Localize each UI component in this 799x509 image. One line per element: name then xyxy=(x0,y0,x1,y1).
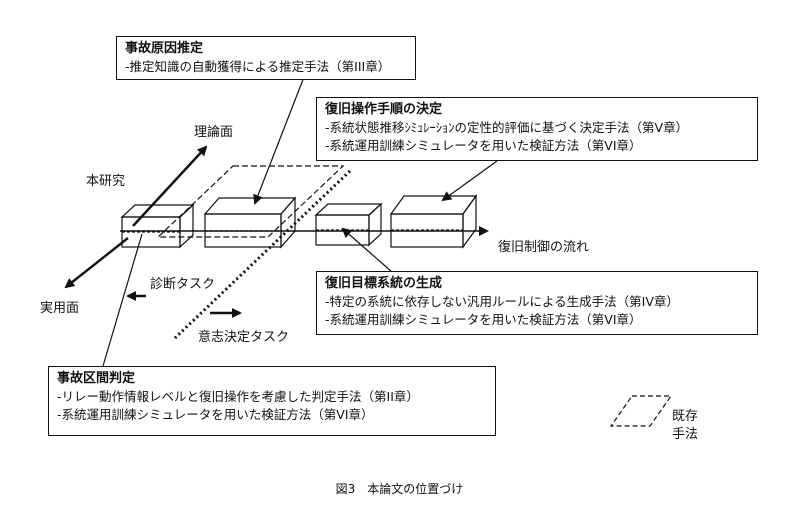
cube-target xyxy=(314,202,383,247)
box-cause-estimation: 事故原因推定 -推定知識の自動獲得による推定手法（第III章） xyxy=(116,36,416,80)
box-procedure-title: 復旧操作手順の決定 xyxy=(325,102,443,117)
task-divider xyxy=(173,169,352,340)
label-flow: 復旧制御の流れ xyxy=(498,240,590,255)
callout-section xyxy=(102,233,143,367)
box-cause-line-1: -推定知識の自動獲得による推定手法（第III章） xyxy=(125,59,391,74)
practical-axis xyxy=(64,237,129,289)
box-section-line-2: -系統運用訓練シミュレータを用いた検証方法（第VI章） xyxy=(57,407,374,422)
label-practical: 実用面 xyxy=(40,301,80,316)
callout-procedure xyxy=(441,160,498,202)
cube-cause xyxy=(203,196,297,249)
box-target-title: 復旧目標系統の生成 xyxy=(325,276,443,291)
label-theory: 理論面 xyxy=(194,125,234,140)
label-diagnosis-task: 診断タスク xyxy=(150,277,216,292)
box-procedure-line-2: -系統運用訓練シミュレータを用いた検証方法（第VI章） xyxy=(325,138,642,153)
theory-axis xyxy=(132,145,208,227)
box-target-line-1: -特定の系統に依存しない汎用ルールによる生成手法（第IV章） xyxy=(325,294,679,309)
figure-caption: 図3 本論文の位置づけ xyxy=(335,482,464,496)
legend-label-2: 手法 xyxy=(672,427,699,442)
callout-target xyxy=(341,227,393,273)
label-decision-task: 意志決定タスク xyxy=(198,330,290,345)
label-this-study: 本研究 xyxy=(86,174,126,189)
box-section-line-1: -リレー動作情報レベルと復旧操作を考慮した判定手法（第II章） xyxy=(57,389,419,404)
callout-cause xyxy=(253,76,305,205)
box-cause-title: 事故原因推定 xyxy=(125,41,204,56)
box-procedure-line-1: -系統状態推移ｼﾐｭﾚｰｼｮﾝの定性的評価に基づく決定手法（第V章） xyxy=(325,120,689,135)
box-procedure-decision: 復旧操作手順の決定 -系統状態推移ｼﾐｭﾚｰｼｮﾝの定性的評価に基づく決定手法（… xyxy=(316,97,758,161)
legend-label-1: 既存 xyxy=(672,409,699,424)
cube-section xyxy=(120,203,195,249)
existing-plane xyxy=(156,165,345,238)
legend-shape xyxy=(609,395,673,427)
box-section-judgment: 事故区間判定 -リレー動作情報レベルと復旧操作を考慮した判定手法（第II章） -… xyxy=(48,366,496,436)
box-target-line-2: -系統運用訓練シミュレータを用いた検証方法（第VI章） xyxy=(325,312,642,327)
cube-procedure xyxy=(389,194,478,249)
box-section-title: 事故区間判定 xyxy=(57,371,136,386)
box-target-generation: 復旧目標系統の生成 -特定の系統に依存しない汎用ルールによる生成手法（第IV章）… xyxy=(316,271,758,335)
